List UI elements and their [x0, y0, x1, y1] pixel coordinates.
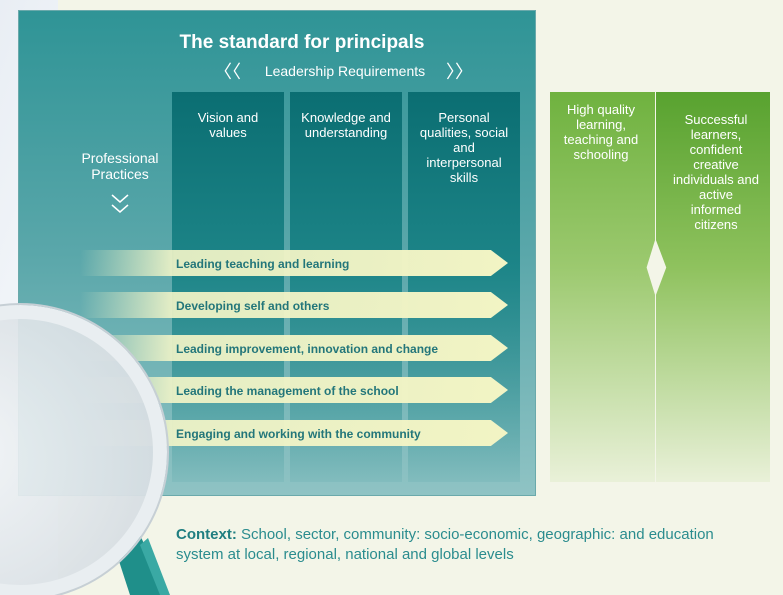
column-knowledge-understanding: Knowledge and understanding	[290, 92, 402, 482]
column-vision-values: Vision and values	[172, 92, 284, 482]
professional-practices-label: Professional Practices	[81, 150, 159, 182]
column-label: Vision and values	[197, 110, 259, 140]
outcome-label: High quality learning, teaching and scho…	[563, 102, 639, 162]
practice-arrow	[80, 250, 508, 276]
practice-arrow	[80, 292, 508, 318]
practice-label: Leading the management of the school	[176, 384, 399, 398]
outcome-column-learners	[656, 92, 770, 482]
practice-label: Leading teaching and learning	[176, 257, 350, 271]
column-label: Knowledge and understanding	[301, 110, 391, 140]
column-personal-qualities: Personal qualities, social and interpers…	[408, 92, 520, 482]
context-body: School, sector, community: socio-economi…	[176, 526, 714, 563]
outcome-label: Successful learners, confident creative …	[672, 112, 759, 232]
column-label: Personal qualities, social and interpers…	[419, 110, 509, 185]
practice-label: Leading improvement, innovation and chan…	[176, 342, 439, 356]
diagram-title: The standard for principals	[179, 32, 425, 53]
leadership-requirements-label: Leadership Requirements	[264, 63, 426, 79]
practice-label: Developing self and others	[176, 299, 330, 313]
practice-label: Engaging and working with the community	[176, 427, 421, 441]
practice-arrow	[80, 335, 508, 361]
outcome-column-learning	[550, 92, 655, 482]
magnifier-icon	[0, 303, 170, 595]
context-label: Context:	[176, 526, 237, 543]
chevron-left-icon: 〈〈	[214, 62, 241, 82]
chevron-down-icon	[111, 194, 129, 213]
chevron-right-icon: 〉〉	[446, 62, 473, 82]
context-text: Context: School, sector, community: soci…	[176, 525, 756, 565]
